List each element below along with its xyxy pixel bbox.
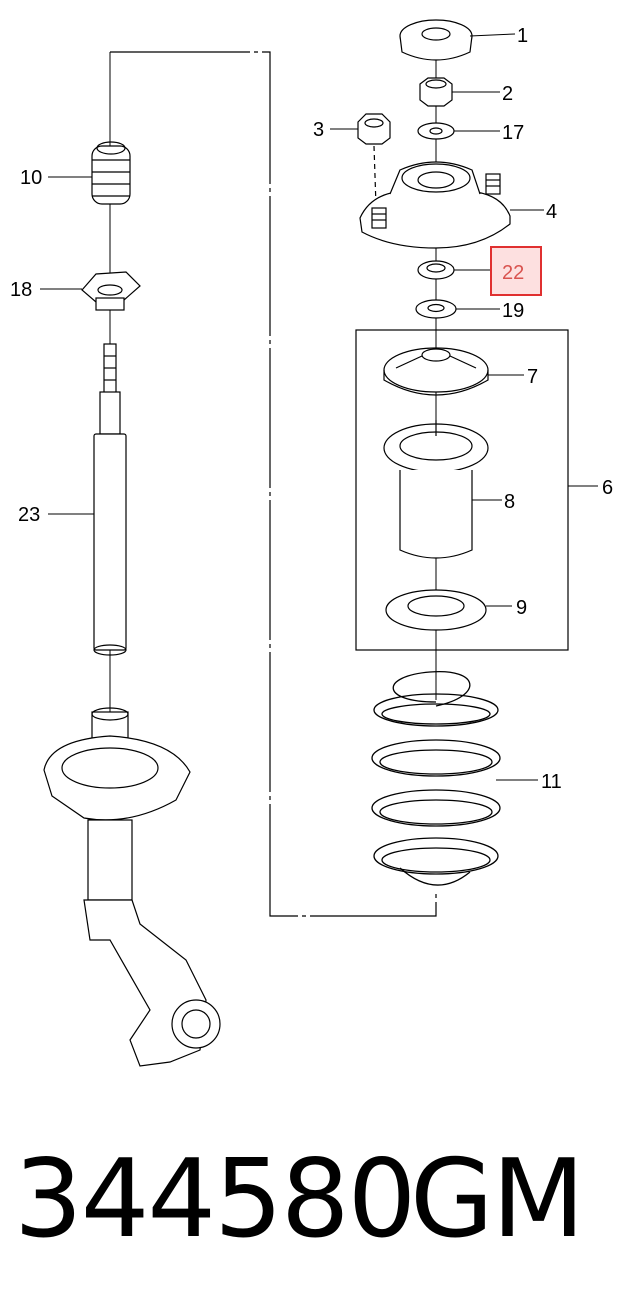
part-2-nut (419, 77, 453, 107)
strut-housing (43, 707, 221, 1067)
callout-19: 19 (502, 300, 524, 322)
connector-line (110, 51, 437, 917)
callout-3: 3 (313, 119, 324, 141)
callout-22: 22 (502, 262, 524, 284)
part-4-strut-mount (359, 161, 511, 249)
part-1-top-cap (399, 19, 473, 61)
callout-6: 6 (602, 477, 613, 499)
part-10-bump-stop (91, 141, 131, 205)
callout-1: 1 (517, 25, 528, 47)
callout-7: 7 (527, 366, 538, 388)
callout-17: 17 (502, 122, 524, 144)
callout-4: 4 (546, 201, 557, 223)
part-6-kit-frame (355, 329, 569, 651)
part-19-washer (415, 299, 457, 319)
part-22-bushing (417, 260, 455, 280)
highlight-box-22 (490, 246, 542, 296)
callout-8: 8 (504, 491, 515, 513)
part-17-washer (417, 122, 455, 140)
part-23-shock-absorber (93, 343, 127, 656)
brand-name: GM (410, 1137, 585, 1262)
callout-11: 11 (541, 771, 562, 793)
callout-10: 10 (20, 167, 42, 189)
callout-labels: 1 2 17 3 4 22 19 7 6 8 9 11 10 18 23 (10, 25, 613, 793)
part-7-bearing-plate (383, 347, 489, 396)
callout-9: 9 (516, 597, 527, 619)
part-9-spring-seat (385, 589, 487, 631)
part-number: 344580 (14, 1137, 416, 1262)
strut-assembly-diagram: 1 2 17 3 4 22 19 7 6 8 9 11 10 18 23 (10, 19, 613, 1067)
part-3-nut (357, 113, 391, 207)
callout-23: 23 (18, 504, 40, 526)
part-11-coil-spring (371, 670, 501, 886)
part-18-plate (81, 271, 141, 311)
callout-2: 2 (502, 83, 513, 105)
footer: 344580 GM (0, 1130, 628, 1270)
callout-18: 18 (10, 279, 32, 301)
part-8-dust-boot (383, 420, 489, 559)
